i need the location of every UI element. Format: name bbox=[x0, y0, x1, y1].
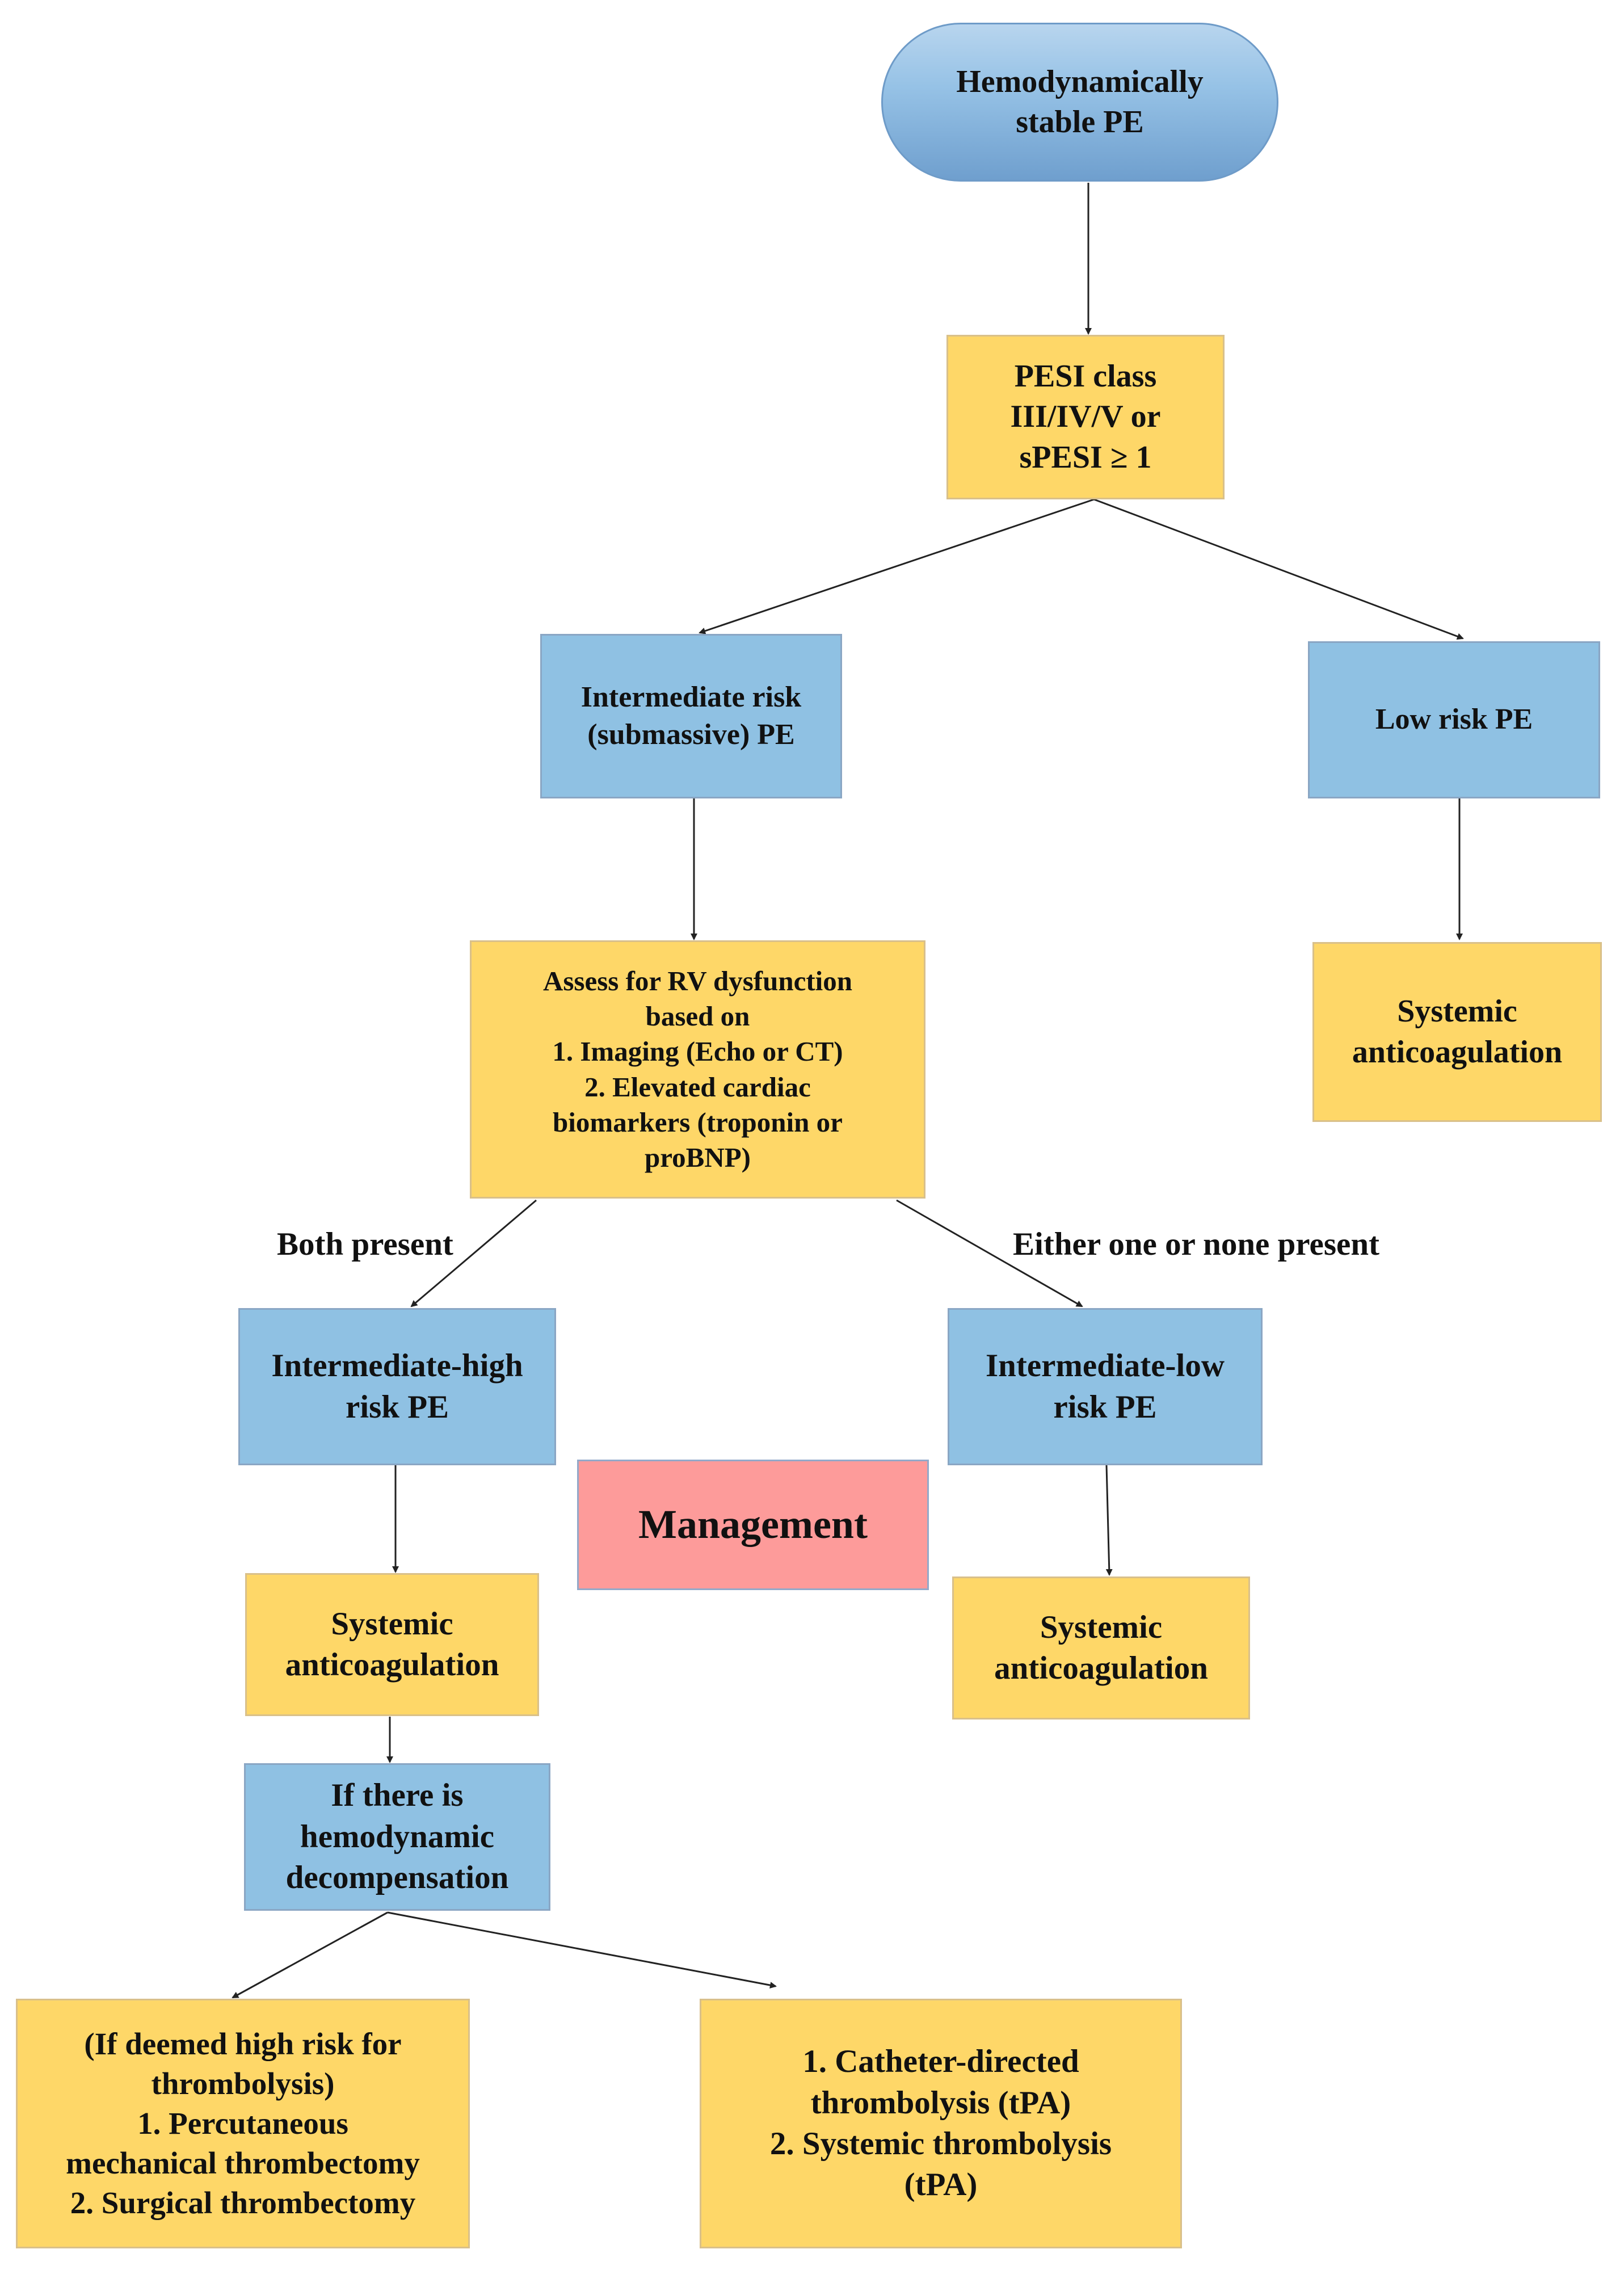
arrow-pesi-to-intermediate bbox=[699, 498, 1095, 634]
intermediate-high-box: Intermediate-high risk PE bbox=[238, 1308, 556, 1465]
management-label: Management bbox=[638, 1502, 868, 1548]
thrombectomy-options-label: (If deemed high risk for thrombolysis) 1… bbox=[66, 2027, 420, 2220]
intermediate-risk-box: Intermediate risk (submassive) PE bbox=[540, 634, 842, 798]
management-box: Management bbox=[577, 1460, 929, 1590]
pesi-criteria-label: PESI class III/IV/V or sPESI ≥ 1 bbox=[1010, 359, 1161, 475]
arrow-decomp-to-thrombectomy bbox=[232, 1911, 388, 1999]
int-high-anticoag-label: Systemic anticoagulation bbox=[285, 1605, 499, 1683]
low-risk-anticoag-box: Systemic anticoagulation bbox=[1312, 942, 1602, 1122]
low-risk-label: Low risk PE bbox=[1375, 703, 1533, 736]
decompensation-box: If there is hemodynamic decompensation bbox=[244, 1763, 550, 1911]
intermediate-low-label: Intermediate-low risk PE bbox=[985, 1348, 1225, 1425]
arrow-assess-to-int-low bbox=[896, 1199, 1083, 1308]
either-present-label: Either one or none present bbox=[1013, 1226, 1380, 1262]
assess-rv-label: Assess for RV dysfunction based on 1. Im… bbox=[542, 965, 853, 1173]
arrow-pesi-to-low bbox=[1093, 498, 1464, 640]
arrow-int-low-to-anticoag bbox=[1105, 1465, 1113, 1576]
both-present-label: Both present bbox=[277, 1226, 453, 1262]
int-low-anticoag-label: Systemic anticoagulation bbox=[994, 1609, 1208, 1686]
start-node-label: Hemodynamically stable PE bbox=[956, 64, 1204, 140]
arrow-decomp-to-thrombolysis bbox=[387, 1911, 777, 1989]
assess-rv-box: Assess for RV dysfunction based on 1. Im… bbox=[470, 940, 925, 1199]
intermediate-low-box: Intermediate-low risk PE bbox=[948, 1308, 1263, 1465]
thrombectomy-options-box: (If deemed high risk for thrombolysis) 1… bbox=[16, 1999, 470, 2248]
low-risk-anticoag-label: Systemic anticoagulation bbox=[1352, 994, 1563, 1070]
arrow-assess-to-int-high bbox=[410, 1199, 537, 1308]
pesi-criteria-box: PESI class III/IV/V or sPESI ≥ 1 bbox=[946, 335, 1225, 499]
thrombolysis-options-label: 1. Catheter-directed thrombolysis (tPA) … bbox=[769, 2044, 1112, 2203]
start-node: Hemodynamically stable PE bbox=[881, 23, 1278, 182]
int-low-anticoag-box: Systemic anticoagulation bbox=[952, 1576, 1250, 1720]
intermediate-high-label: Intermediate-high risk PE bbox=[271, 1348, 523, 1425]
int-high-anticoag-box: Systemic anticoagulation bbox=[245, 1573, 539, 1716]
decompensation-label: If there is hemodynamic decompensation bbox=[285, 1777, 509, 1896]
low-risk-box: Low risk PE bbox=[1308, 641, 1600, 798]
intermediate-risk-label: Intermediate risk (submassive) PE bbox=[580, 680, 802, 751]
thrombolysis-options-box: 1. Catheter-directed thrombolysis (tPA) … bbox=[700, 1999, 1182, 2248]
